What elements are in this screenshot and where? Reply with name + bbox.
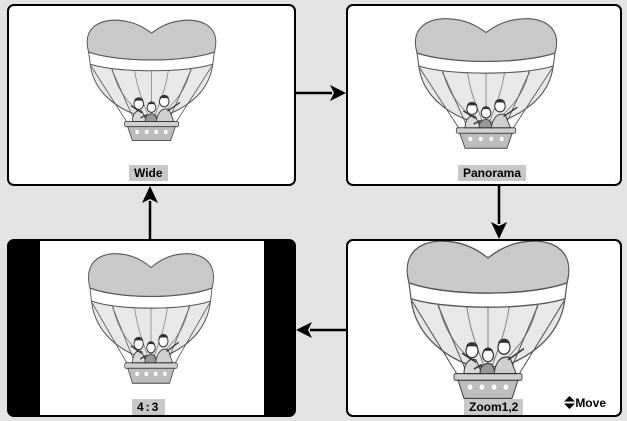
move-hint-label: Move (575, 396, 606, 410)
balloon-illustration (66, 247, 236, 387)
arrow-down-icon (491, 186, 507, 239)
panorama-label: Panorama (458, 165, 527, 181)
arrow-right-icon (296, 85, 346, 101)
pillarbox-content (40, 241, 264, 415)
wide-mode-panel: Wide (7, 4, 296, 186)
balloon-illustration (378, 239, 598, 403)
arrow-left-icon (296, 322, 346, 338)
ratio-4-3-mode-panel: 4:3 (7, 239, 296, 417)
ratio-4-3-label: 4:3 (132, 399, 166, 415)
wide-label: Wide (129, 165, 168, 181)
balloon-illustration (64, 14, 239, 144)
panorama-mode-panel: Panorama (346, 4, 622, 186)
balloon-illustration (390, 12, 582, 152)
arrow-up-icon (142, 186, 158, 239)
zoom-label: Zoom1,2 (464, 399, 524, 415)
up-down-triangles-icon (564, 396, 576, 409)
zoom-mode-panel: Zoom1,2 Move (346, 239, 622, 417)
move-hint: Move (564, 395, 606, 411)
